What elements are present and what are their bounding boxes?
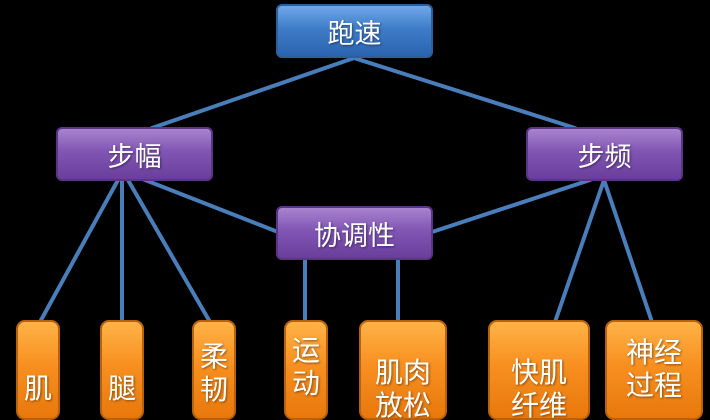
node-leaf-6: 快肌 纤维	[488, 320, 590, 420]
node-leaf-3-label: 柔 韧	[199, 340, 228, 406]
node-step-frequency: 步频	[526, 127, 683, 181]
node-step-length-label: 步幅	[107, 141, 162, 173]
node-leaf-3: 柔 韧	[192, 320, 236, 420]
node-leaf-4: 运 动	[284, 320, 328, 420]
node-leaf-6-label: 快肌 纤维	[510, 356, 567, 420]
node-running-speed: 跑速	[276, 4, 433, 58]
node-leaf-2: 腿	[100, 320, 144, 420]
node-leaf-1: 肌	[16, 320, 60, 420]
connector-lines	[38, 56, 654, 324]
edge-coordination-step-frequency	[430, 178, 592, 234]
node-leaf-7: 神经 过程	[605, 320, 703, 420]
edge-step-frequency-leaf-7	[602, 178, 654, 324]
node-step-frequency-label: 步频	[577, 141, 632, 173]
node-running-speed-label: 跑速	[327, 18, 382, 50]
node-leaf-4-label: 运 动	[291, 334, 320, 400]
node-leaf-5-label: 肌肉 放松	[374, 356, 431, 420]
edge-root-step-length	[150, 56, 356, 130]
node-leaf-7-label: 神经 过程	[625, 336, 682, 402]
node-leaf-2-label: 腿	[107, 372, 136, 405]
edge-step-length-coordination	[138, 176, 280, 234]
node-coordination: 协调性	[276, 206, 433, 260]
node-leaf-1-label: 肌	[23, 372, 52, 405]
edge-step-length-leaf-3	[126, 178, 212, 324]
node-coordination-label: 协调性	[314, 220, 395, 252]
edge-step-frequency-leaf-6	[553, 178, 606, 324]
edge-root-step-frequency	[352, 56, 577, 130]
node-leaf-5: 肌肉 放松	[359, 320, 447, 420]
edge-step-length-leaf-1	[38, 178, 120, 324]
node-step-length: 步幅	[56, 127, 213, 181]
